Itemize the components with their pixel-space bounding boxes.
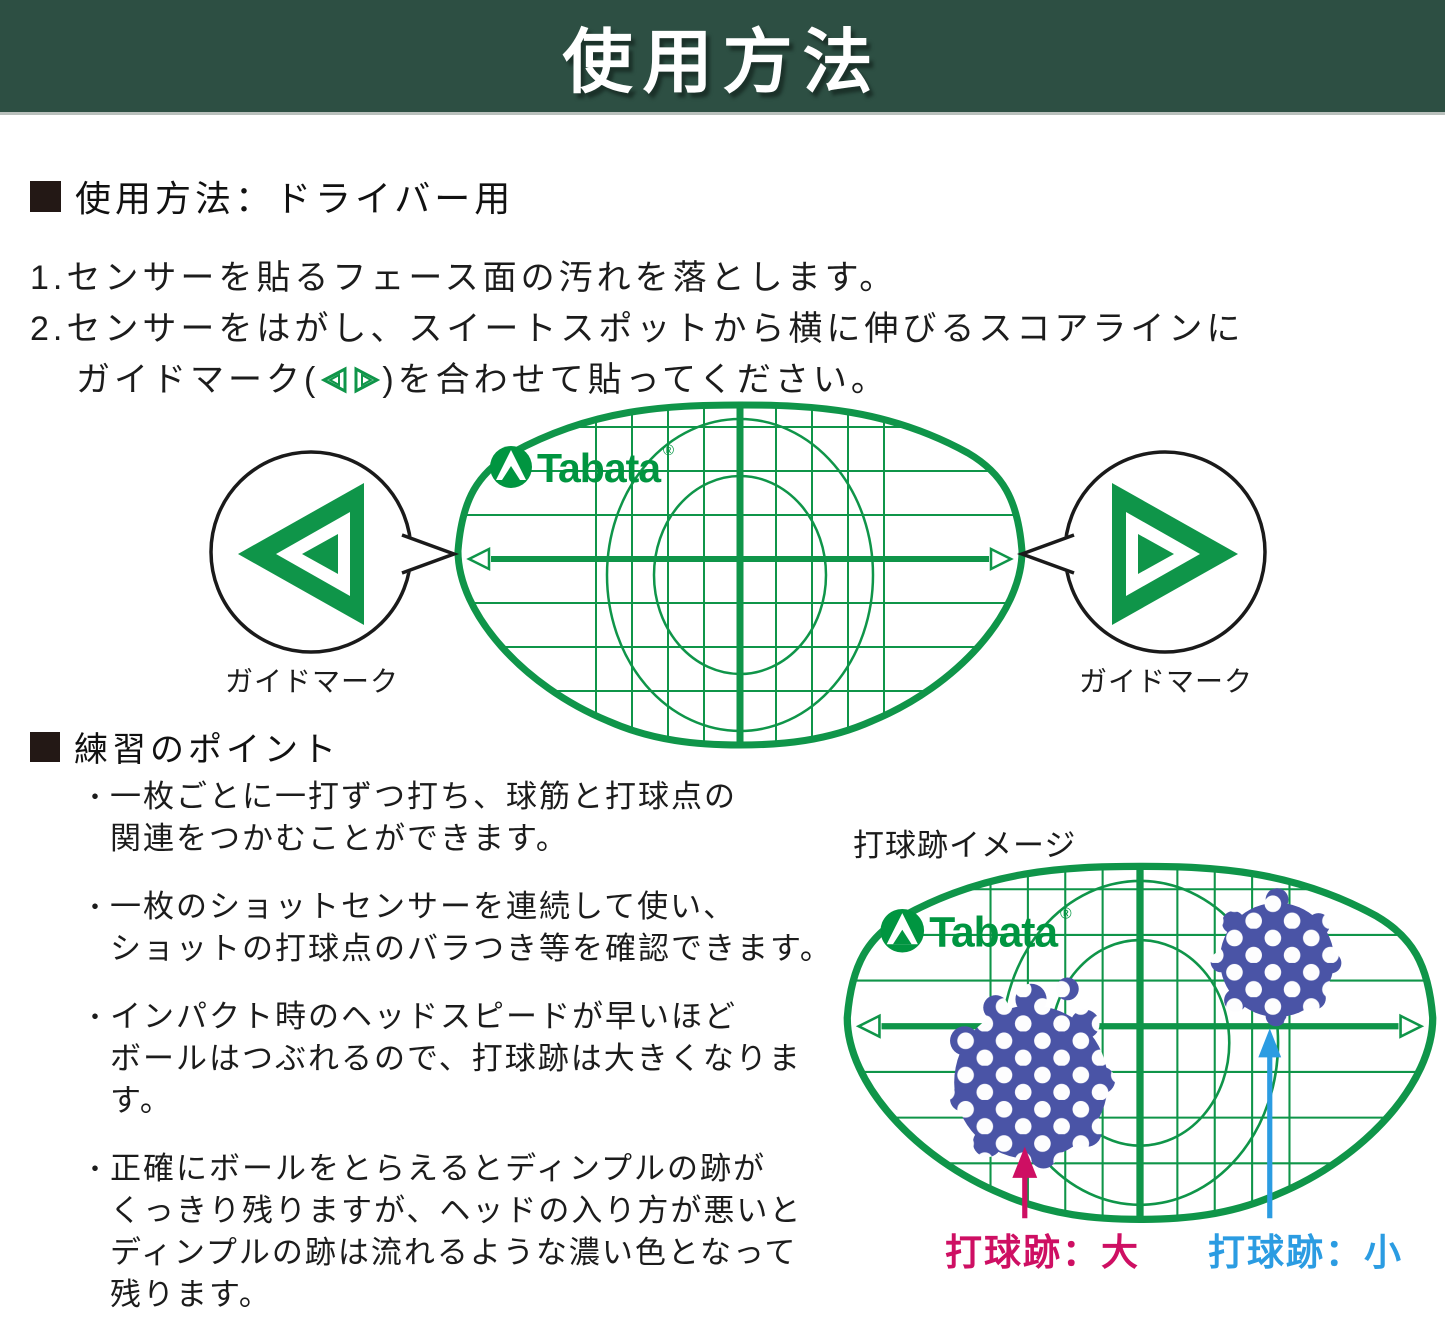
practice-section-heading: 練習のポイント	[30, 722, 340, 771]
impact-label-large: 打球跡：大	[945, 1232, 1140, 1273]
guide-mark-right-icon	[354, 366, 381, 394]
bullet-text: 正確にボールをとらえるとディンプルの跡が くっきり残りますが、ヘッドの入り方が悪…	[110, 1151, 803, 1312]
usage-step-2-line2: ガイドマーク( )を合わせて貼ってください。	[76, 352, 889, 401]
score-line-right-arrow-icon	[1399, 1013, 1425, 1039]
page-title: 使用方法	[562, 22, 883, 101]
brand-reg-mark: ®	[663, 442, 674, 459]
tabata-logo: Tabata ®	[880, 905, 1072, 956]
header-banner: 使用方法	[0, 0, 1445, 115]
impact-label-small: 打球跡：小	[1208, 1232, 1403, 1273]
guide-mark-bubble-left	[209, 450, 460, 654]
score-line-right-arrow-icon	[989, 546, 1014, 572]
impact-club-face-diagram: Tabata ®	[843, 862, 1437, 1223]
guide-mark-label-right: ガイドマーク	[1078, 666, 1253, 697]
bullet-text: 一枚のショットセンサーを連続して使い、 ショットの打球点のバラつき等を確認できま…	[110, 889, 833, 966]
guide-mark-label-left: ガイドマーク	[224, 666, 399, 697]
impact-mark-large	[950, 977, 1116, 1169]
list-item: ・ インパクト時のヘッドスピードが早いほど ボールはつぶれるので、打球跡は大きく…	[82, 996, 862, 1122]
impact-diagram-title: 打球跡イメージ	[853, 828, 1077, 863]
brand-text: Tabata	[929, 908, 1058, 956]
bullet-text: インパクト時のヘッドスピードが早いほど ボールはつぶれるので、打球跡は大きくなり…	[110, 999, 802, 1118]
impact-arrow-small-icon	[1258, 1028, 1282, 1219]
practice-bullet-list: ・ 一枚ごとに一打ずつ打ち、球筋と打球点の 関連をつかむことができます。 ・ 一…	[82, 776, 862, 1342]
usage-step-2-line1: 2.センサーをはがし、スイートスポットから横に伸びるスコアラインに	[30, 310, 1245, 348]
section-square-marker	[30, 180, 61, 212]
step2-text-post: )を合わせて貼ってください。	[382, 361, 889, 399]
face-outline	[454, 401, 1026, 749]
practice-heading-text: 練習のポイント	[74, 731, 340, 769]
impact-mark-small	[1210, 888, 1342, 1027]
guide-mark-left-icon	[321, 366, 347, 394]
section-square-marker	[30, 731, 60, 762]
guide-mark-left-triangle-icon	[238, 483, 364, 625]
list-item: ・ 一枚のショットセンサーを連続して使い、 ショットの打球点のバラつき等を確認で…	[82, 886, 862, 970]
step2-text-pre: ガイドマーク(	[76, 361, 320, 399]
guide-mark-bubble-right	[1016, 450, 1267, 654]
brand-text: Tabata	[537, 445, 662, 491]
brand-reg-mark: ®	[1060, 905, 1072, 922]
list-item: ・ 正確にボールをとらえるとディンプルの跡が くっきり残りますが、ヘッドの入り方…	[82, 1148, 862, 1316]
club-face-diagram: Tabata ®	[454, 401, 1026, 749]
usage-section-heading: 使用方法：ドライバー用	[30, 170, 514, 222]
score-line-left-arrow-icon	[855, 1013, 881, 1039]
usage-step-1: 1.センサーを貼るフェース面の汚れを落とします。	[30, 259, 898, 297]
impact-arrow-large-icon	[1012, 1146, 1038, 1219]
guide-mark-right-triangle-icon	[1112, 483, 1238, 625]
tabata-logo: Tabata ®	[490, 442, 674, 491]
score-line-left-arrow-icon	[466, 546, 491, 572]
bullet-text: 一枚ごとに一打ずつ打ち、球筋と打球点の 関連をつかむことができます。	[110, 779, 737, 856]
list-item: ・ 一枚ごとに一打ずつ打ち、球筋と打球点の 関連をつかむことができます。	[82, 776, 862, 860]
usage-heading-text: 使用方法：ドライバー用	[75, 178, 515, 219]
